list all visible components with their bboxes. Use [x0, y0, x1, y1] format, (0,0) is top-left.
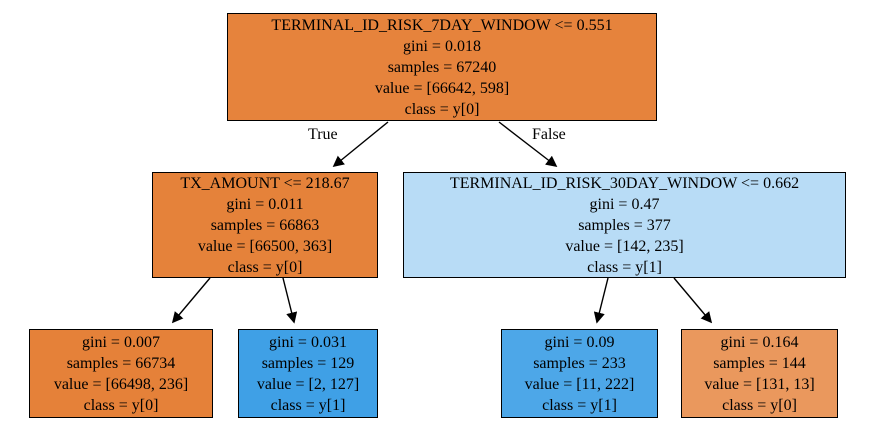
tree-node-leaf-2: gini = 0.031 samples = 129 value = [2, 1… [238, 329, 378, 418]
node-samples: samples = 144 [713, 354, 806, 372]
tree-node-internal-right: TERMINAL_ID_RISK_30DAY_WINDOW <= 0.662 g… [403, 172, 846, 278]
edge-label-false: False [532, 126, 566, 143]
node-gini: gini = 0.007 [82, 333, 160, 351]
node-gini: gini = 0.47 [589, 195, 660, 213]
node-samples: samples = 377 [578, 216, 671, 234]
node-value: value = [11, 222] [524, 375, 635, 393]
node-class: class = y[1] [270, 396, 346, 414]
node-samples: samples = 66863 [210, 216, 320, 234]
node-class: class = y[0] [83, 396, 159, 414]
edge-root-to-left-true [332, 121, 389, 168]
node-gini: gini = 0.018 [403, 37, 481, 55]
node-gini: gini = 0.09 [544, 333, 615, 351]
node-class: class = y[0] [404, 100, 480, 118]
node-gini: gini = 0.031 [269, 333, 347, 351]
node-class: class = y[0] [227, 258, 303, 276]
node-value: value = [2, 127] [256, 375, 360, 393]
tree-node-leaf-4: gini = 0.164 samples = 144 value = [131,… [681, 329, 838, 418]
edge-left-to-leaf1 [171, 277, 211, 324]
node-split-rule: TX_AMOUNT <= 218.67 [180, 174, 350, 192]
node-samples: samples = 233 [533, 354, 626, 372]
node-samples: samples = 66734 [66, 354, 176, 372]
node-class: class = y[1] [587, 258, 662, 276]
tree-node-leaf-3: gini = 0.09 samples = 233 value = [11, 2… [501, 329, 658, 418]
edge-right-to-leaf3 [593, 277, 609, 324]
edge-right-to-leaf4 [673, 277, 713, 324]
edge-left-to-leaf2 [282, 277, 298, 324]
node-split-rule: TERMINAL_ID_RISK_7DAY_WINDOW <= 0.551 [271, 16, 613, 34]
node-value: value = [66498, 236] [53, 375, 189, 393]
node-value: value = [131, 13] [704, 375, 815, 393]
node-class: class = y[1] [542, 396, 617, 414]
node-gini: gini = 0.164 [720, 333, 799, 351]
node-value: value = [142, 235] [565, 237, 684, 255]
node-samples: samples = 67240 [387, 58, 497, 76]
node-value: value = [66642, 598] [374, 79, 510, 97]
tree-node-root: TERMINAL_ID_RISK_7DAY_WINDOW <= 0.551 gi… [227, 13, 657, 121]
node-split-rule: TERMINAL_ID_RISK_30DAY_WINDOW <= 0.662 [449, 174, 800, 192]
node-class: class = y[0] [722, 396, 797, 414]
node-gini: gini = 0.011 [226, 195, 304, 213]
node-samples: samples = 129 [261, 354, 355, 372]
edge-label-true: True [308, 126, 338, 143]
node-value: value = [66500, 363] [197, 237, 333, 255]
tree-node-leaf-1: gini = 0.007 samples = 66734 value = [66… [29, 329, 213, 418]
tree-node-internal-left: TX_AMOUNT <= 218.67 gini = 0.011 samples… [152, 172, 378, 278]
